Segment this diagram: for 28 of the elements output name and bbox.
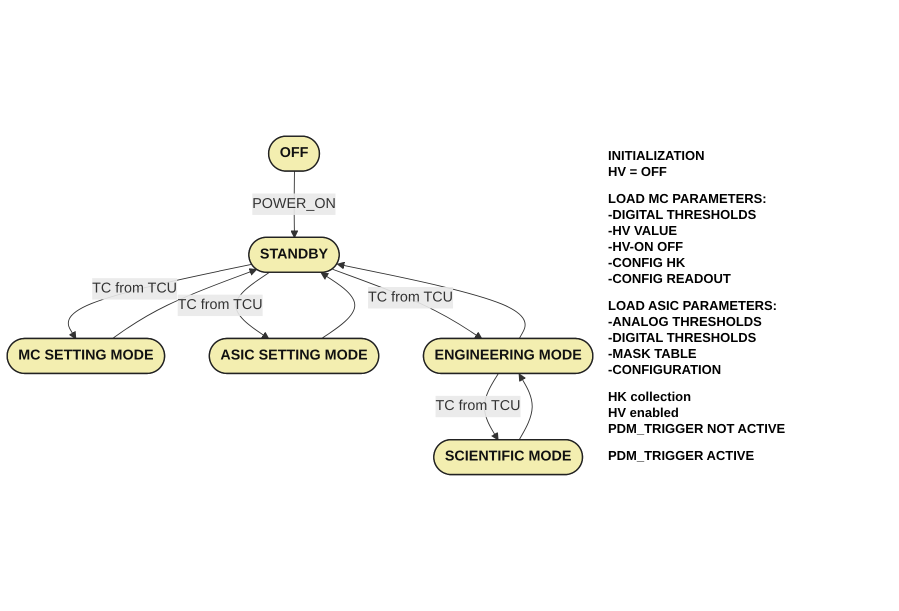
edge-label: TC from TCU <box>436 398 520 414</box>
node-note: -HV VALUE <box>608 223 678 238</box>
node-note: HK collection <box>608 389 692 404</box>
node-note: LOAD MC PARAMETERS: <box>608 191 768 206</box>
arrow <box>111 268 258 340</box>
node-note: -MASK TABLE <box>608 346 698 361</box>
edge-label: POWER_ON <box>252 196 336 212</box>
arrow <box>336 262 526 340</box>
arrow <box>332 268 482 340</box>
edge-label: TC from TCU <box>92 280 178 296</box>
node-note: PDM_TRIGGER NOT ACTIVE <box>608 421 786 436</box>
node-note: HV = OFF <box>608 164 668 179</box>
node-note: HV enabled <box>608 405 680 420</box>
node-note: -ANALOG THRESHOLDS <box>608 314 763 329</box>
edge-label: TC from TCU <box>178 297 263 313</box>
node-note: PDM_TRIGGER ACTIVE <box>608 448 756 463</box>
node-note: INITIALIZATION <box>608 148 706 163</box>
node-note: LOAD ASIC PARAMETERS: <box>608 298 778 313</box>
node-note: -CONFIG HK <box>608 255 686 270</box>
node-note: -CONFIGURATION <box>608 362 722 377</box>
arrow <box>320 272 356 340</box>
node-note: -HV-ON OFF <box>608 239 684 254</box>
node-note: -DIGITAL THRESHOLDS <box>608 330 758 345</box>
arrow <box>518 374 533 441</box>
arrow <box>68 264 252 340</box>
node-note: -CONFIG READOUT <box>608 271 732 286</box>
node-note: -DIGITAL THRESHOLDS <box>608 207 758 222</box>
edge-label: TC from TCU <box>368 290 453 306</box>
